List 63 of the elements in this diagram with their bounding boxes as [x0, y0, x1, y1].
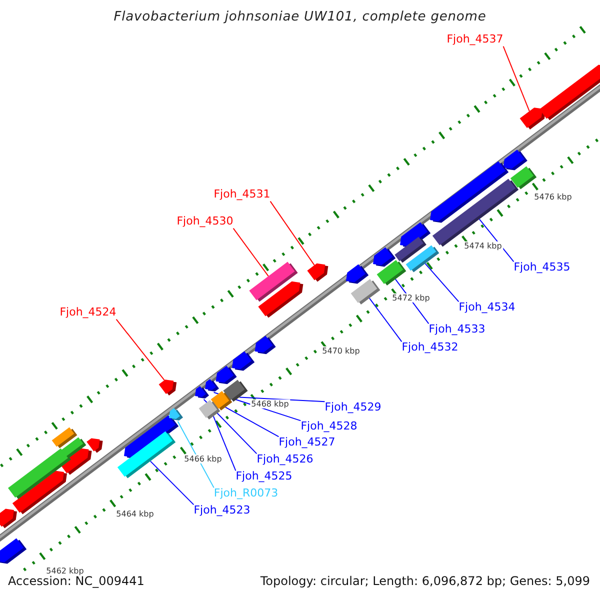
gene-block [520, 108, 546, 130]
gene-block [0, 508, 17, 528]
gene-block [232, 351, 255, 371]
gene-block [0, 538, 27, 564]
leader-line [203, 398, 258, 454]
locus-tag-label: Fjoh_4529 [324, 402, 382, 414]
gene-block [249, 262, 298, 302]
leader-line [150, 460, 194, 506]
gene-block [195, 386, 209, 398]
gene-block [503, 150, 528, 170]
locus-tag-label: Fjoh_4532 [402, 342, 458, 354]
leader-line [177, 420, 214, 488]
gene-block [376, 260, 406, 286]
leader-line [224, 406, 280, 438]
gene-block [307, 263, 328, 282]
locus-tag-label: Fjoh_4524 [60, 306, 116, 320]
locus-tag-label: Fjoh_4535 [514, 262, 570, 274]
scale-label: 5476 kbp [533, 192, 573, 202]
leader-line [502, 46, 530, 112]
locus-tag-label: Fjoh_4531 [214, 188, 270, 202]
gene-block [86, 438, 103, 453]
locus-tag-label: Fjoh_4526 [256, 454, 314, 466]
footer-text: Accession: NC_009441 [8, 575, 144, 589]
scale-label: 5474 kbp [463, 241, 503, 251]
scale-label: 5466 kbp [183, 454, 223, 464]
gene-block [539, 64, 600, 120]
gene-block [406, 245, 440, 272]
gene-block [8, 448, 71, 500]
scale-label: 5468 kbp [250, 399, 290, 409]
leader-line [212, 416, 236, 472]
scale-label: 5464 kbp [115, 509, 155, 519]
gene-block [216, 366, 237, 384]
footer-text: Topology: circular; Length: 6,096,872 bp; Genes: 5,099 [260, 575, 590, 589]
leader-line [368, 298, 402, 342]
chart-title: Flavobacterium johnsoniae UW101, complete genome [114, 10, 486, 26]
leader-line [116, 318, 165, 381]
locus-tag-label: Fjoh_4528 [300, 420, 358, 434]
leader-line [238, 396, 326, 402]
gene-block [198, 400, 220, 420]
locus-tag-label: Fjoh_4523 [194, 504, 250, 518]
leader-line [424, 263, 460, 302]
scale-label: 5462 kbp [45, 566, 85, 576]
gene-block [346, 264, 369, 284]
leader-line [270, 200, 315, 266]
gene-block [60, 437, 86, 458]
gene-block [350, 279, 380, 304]
locus-tag-label: Fjoh_4527 [278, 436, 336, 450]
gene-block [510, 166, 537, 190]
locus-tag-label: Fjoh_4537 [446, 34, 504, 46]
gene-block [158, 380, 177, 396]
locus-tag-label: Fjoh_R0073 [214, 488, 278, 500]
gene-block [254, 336, 276, 354]
scale-label: 5472 kbp [391, 293, 431, 303]
leader-line [232, 228, 269, 277]
scale-label: 5470 kbp [321, 346, 361, 356]
locus-tag-label: Fjoh_4533 [428, 324, 486, 336]
gene-block [117, 431, 176, 478]
locus-tag-label: Fjoh_4525 [236, 470, 292, 484]
gene-block [373, 247, 396, 267]
locus-tag-label: Fjoh_4534 [458, 302, 516, 314]
gene-block [205, 379, 219, 392]
locus-tag-label: Fjoh_4530 [176, 216, 234, 228]
gene-block [169, 408, 183, 420]
